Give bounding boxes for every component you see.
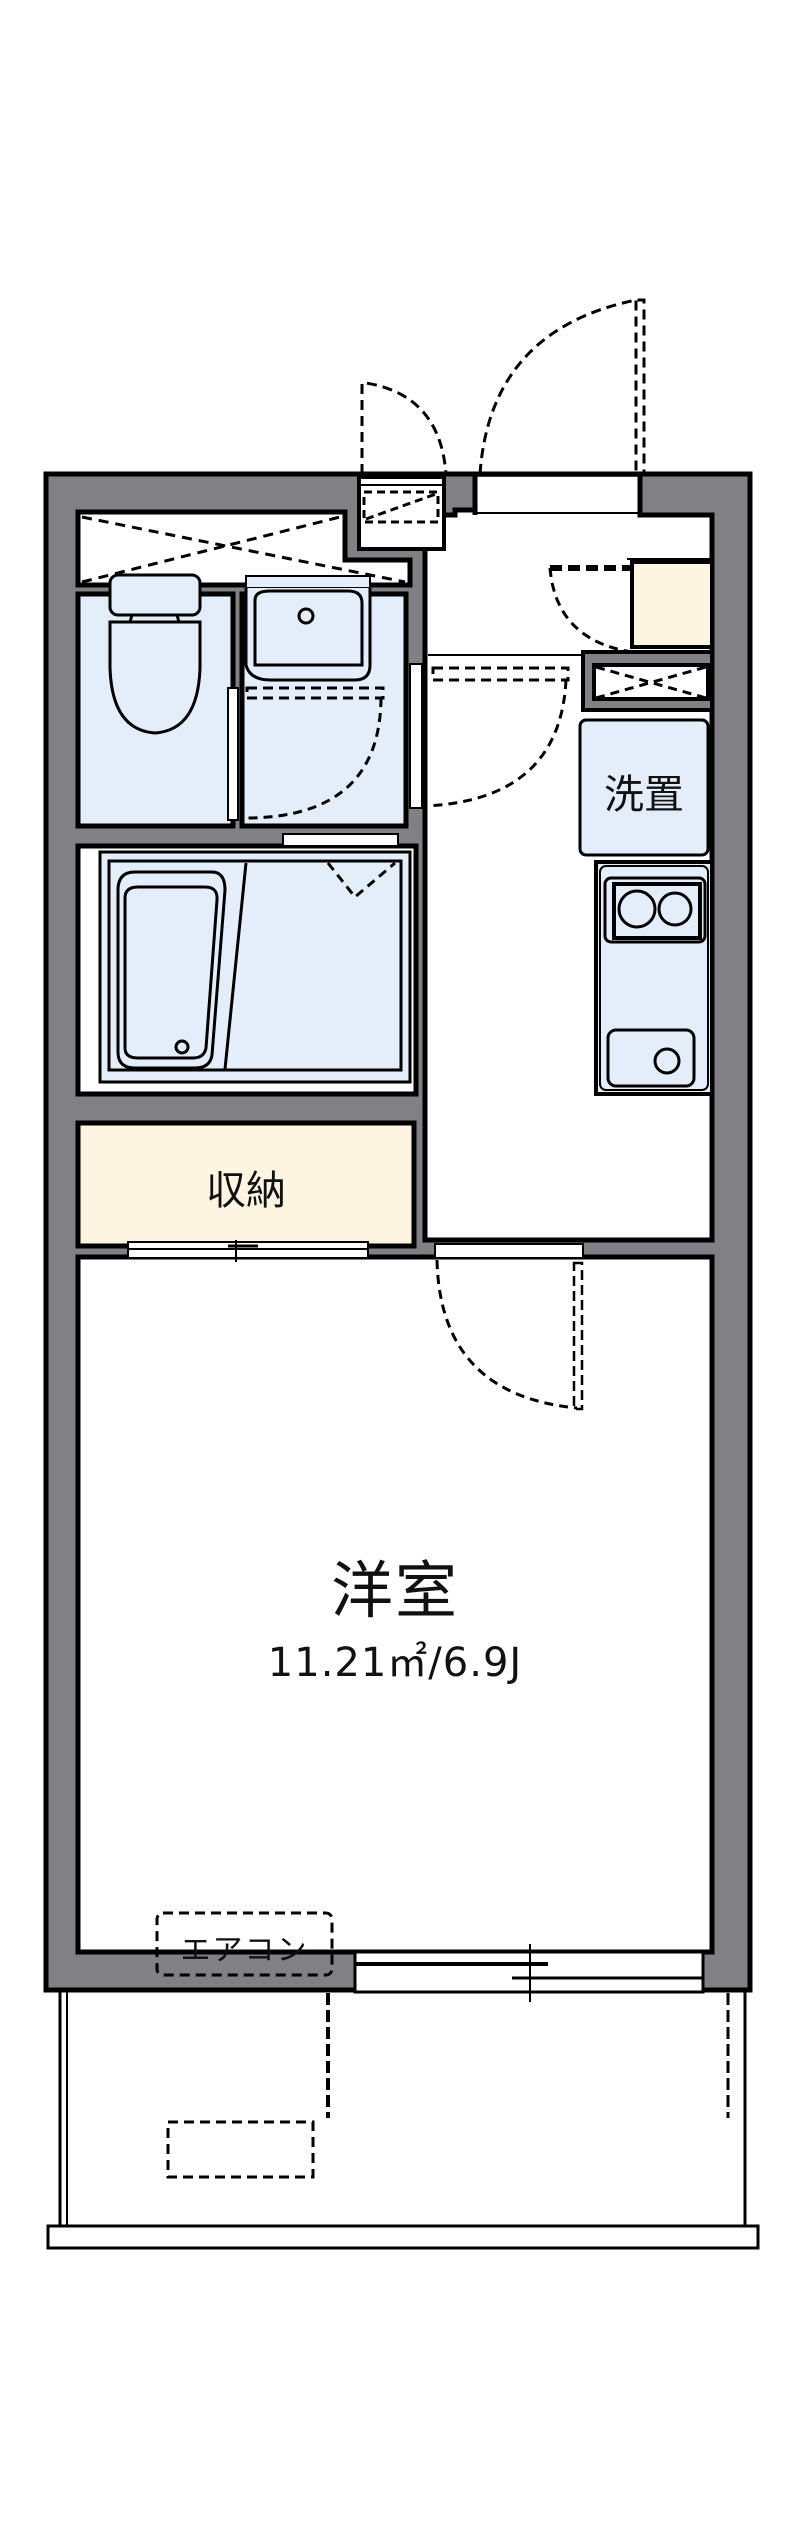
bath-opening <box>282 833 399 847</box>
stove-burner-right <box>657 891 693 927</box>
entrance-doors <box>360 298 646 476</box>
western-room <box>75 1254 715 1955</box>
toilet-fixture <box>108 573 202 735</box>
top-closet-x <box>81 515 406 584</box>
storage-sliding-door <box>127 1240 369 1262</box>
meter-box <box>357 475 446 551</box>
balcony-window <box>353 1944 705 2002</box>
western-room-area: 11.21㎡/6.9J <box>267 1640 523 1686</box>
storage-room <box>75 1120 417 1249</box>
right-closet <box>581 650 714 712</box>
air-conditioner-label: エアコン <box>180 1933 309 1968</box>
room-door <box>434 1243 584 1411</box>
storage-label: 収納 <box>206 1168 286 1214</box>
balcony <box>46 1992 760 2250</box>
bathtub-unit <box>98 850 412 1084</box>
entrance-opening <box>475 477 640 513</box>
washer-space <box>578 718 710 857</box>
shoe-box <box>548 558 714 654</box>
washbasin <box>244 575 372 682</box>
air-conditioner-box <box>155 1911 334 1977</box>
kitchen-sink <box>606 1028 696 1088</box>
kitchen-counter <box>594 860 714 1096</box>
ac-outdoor-unit <box>166 2120 315 2179</box>
top-closet <box>75 509 413 588</box>
western-room-label: 洋室 <box>330 1554 459 1627</box>
toilet-door <box>227 686 385 821</box>
washroom-door <box>409 654 583 809</box>
stove-burner-left <box>617 889 657 929</box>
washer-space-label: 洗置 <box>604 772 684 818</box>
